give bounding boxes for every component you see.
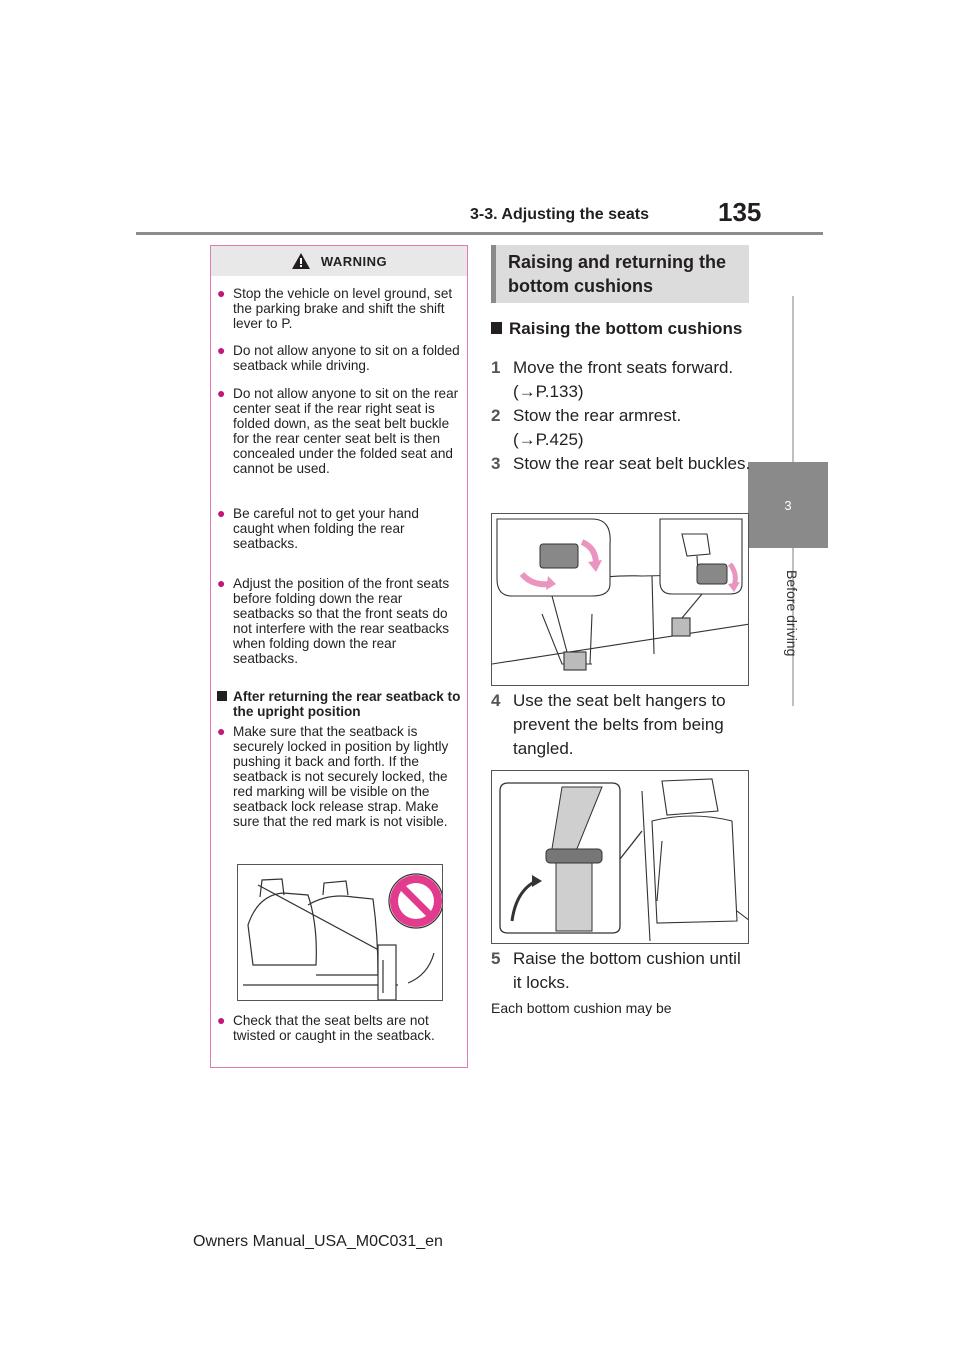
chapter-tab[interactable]: 3 [748,462,828,548]
footer-text: Owners Manual_USA_M0C031_en [193,1233,443,1250]
bullet-icon: ● [217,285,226,301]
seat-belt-buckle-illustration [491,513,749,686]
section-title: 3-3. Adjusting the seats [470,206,649,223]
step-4: 4 Use the seat belt hangers to prevent t… [491,691,726,758]
header-rule [136,232,823,235]
section-heading: Raising and returning the bottom cushion… [491,245,749,303]
bullet-icon: ● [217,342,226,358]
step-2: 2 Stow the rear armrest. (→P.425) [491,406,682,449]
warning-item: ● Make sure that the seatback is securel… [217,723,449,830]
warning-item: ● Do not allow anyone to sit on the rear… [217,385,459,477]
step-3: 3 Stow the rear seat belt buckles. [491,454,751,473]
square-bullet-icon [491,322,502,334]
warning-item: ● Adjust the position of the front seats… [217,575,450,667]
bullet-icon: ● [217,723,226,739]
warning-item: ● Be careful not to get your hand caught… [217,505,419,552]
note-text: Each bottom cushion may be [491,1000,672,1016]
seatback-lock-illustration [237,864,443,1001]
warning-title: WARNING [320,253,388,269]
chapter-label: Before driving [784,570,800,657]
warning-subheading: After returning the rear seatback to the… [217,689,461,719]
seat-belt-hanger-illustration [491,770,749,944]
bullet-icon: ● [217,575,226,591]
bullet-icon: ● [217,1012,226,1028]
subheading: Raising the bottom cushions [491,317,751,340]
warning-header: WARNING [211,246,467,276]
warning-item: ● Do not allow anyone to sit on a folded… [217,342,460,374]
warning-item: ● Stop the vehicle on level ground, set … [217,285,453,332]
warning-box: WARNING ● Stop the vehicle on level grou… [210,245,468,1068]
bullet-icon: ● [217,385,226,401]
page-number: 135 [718,197,762,227]
square-bullet-icon [217,691,227,701]
bullet-icon: ● [217,505,226,521]
warning-triangle-icon [291,253,310,269]
warning-item: ● Check that the seat belts are not twis… [217,1012,435,1044]
step-5: 5 Raise the bottom cushion until it lock… [491,949,741,992]
step-1: 1 Move the front seats forward. (→P.133) [491,358,734,401]
